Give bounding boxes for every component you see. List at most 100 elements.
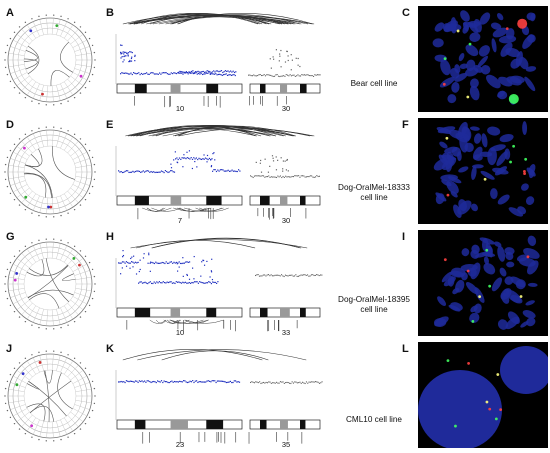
circos-sector — [32, 21, 40, 37]
cn-point — [186, 273, 188, 276]
cn-point — [300, 75, 302, 77]
cn-point — [187, 282, 189, 284]
cn-point — [282, 168, 284, 170]
cn-point — [318, 74, 320, 76]
cn-point — [191, 70, 193, 73]
chromosome-spread — [470, 78, 479, 89]
circos-tick — [45, 440, 47, 442]
cn-point — [163, 380, 165, 382]
cn-point — [292, 74, 294, 76]
circos-tick — [67, 100, 69, 102]
cn-point — [198, 72, 200, 75]
panel-letter: I — [402, 231, 405, 243]
cn-point — [303, 74, 305, 76]
cn-point — [320, 382, 322, 384]
chromosome-spread — [500, 42, 513, 57]
circos-tick — [73, 96, 76, 99]
circos-tick — [93, 178, 96, 181]
cn-point — [205, 71, 207, 73]
cn-point — [320, 274, 322, 276]
fish-content — [433, 121, 536, 218]
fish-signal — [442, 82, 446, 86]
cn-point — [317, 381, 319, 383]
cn-point — [214, 159, 216, 161]
cn-point — [170, 281, 172, 283]
cn-point — [151, 261, 153, 264]
circos-link — [27, 45, 40, 75]
cn-point — [148, 252, 150, 254]
cn-point — [266, 74, 268, 76]
cn-point — [122, 256, 124, 258]
cn-point — [141, 282, 144, 284]
cn-point — [278, 60, 280, 62]
cn-point — [172, 72, 174, 75]
ideogram-right — [249, 419, 321, 430]
fish-signal — [467, 362, 470, 365]
chromosome-spread — [434, 22, 445, 32]
chromosome-spread — [505, 251, 514, 261]
cn-point — [154, 381, 156, 383]
cn-point — [317, 175, 319, 178]
cn-point — [127, 54, 129, 56]
cn-point — [309, 275, 311, 277]
cn-point — [155, 73, 157, 75]
cn-point — [213, 73, 216, 75]
chromosome-spread — [516, 254, 528, 262]
cn-point — [178, 281, 180, 283]
cn-point — [178, 266, 180, 268]
cn-point — [124, 381, 126, 384]
circos-tick — [4, 59, 6, 61]
circos-sector — [10, 180, 26, 186]
cn-point — [311, 75, 313, 77]
circos-sector — [74, 270, 90, 276]
cn-point — [118, 262, 120, 264]
circos-tick — [24, 133, 27, 136]
cn-point — [301, 274, 303, 276]
chromosome-spread — [471, 166, 477, 180]
cn-point — [188, 157, 190, 159]
cn-point — [305, 381, 307, 383]
cn-point — [166, 381, 168, 383]
circos-tick — [53, 216, 55, 218]
ideogram-band — [134, 308, 151, 317]
sv-arc — [128, 125, 271, 137]
chromosome-spread — [448, 176, 462, 184]
cn-point — [149, 380, 151, 383]
cn-point — [157, 73, 159, 75]
cn-point — [269, 275, 271, 277]
cn-point — [159, 171, 161, 173]
circos-ring — [23, 33, 77, 87]
cn-point — [212, 170, 214, 172]
cn-point — [183, 262, 185, 264]
cn-point — [234, 74, 236, 77]
cn-point — [215, 381, 217, 384]
panel-letter: L — [402, 343, 409, 355]
cn-point — [178, 71, 180, 73]
circos-tick — [4, 395, 6, 397]
circos-tick — [18, 26, 21, 28]
cn-point — [287, 59, 289, 62]
cn-point — [194, 158, 196, 160]
sv-arc — [161, 350, 269, 361]
fish-signal — [524, 157, 528, 161]
circos-tick — [84, 310, 87, 313]
cn-point — [213, 70, 215, 72]
fish-signal — [443, 57, 447, 61]
cn-point — [128, 171, 130, 174]
cn-point — [164, 381, 166, 383]
cn-point — [207, 72, 209, 74]
chromosome-spread — [461, 248, 470, 257]
circos-tick — [88, 373, 91, 376]
cn-point — [278, 382, 280, 384]
chromosome-spread — [491, 277, 503, 292]
cn-point — [134, 54, 136, 56]
cn-point — [213, 152, 215, 154]
circos-sector — [56, 19, 61, 35]
cn-point — [202, 70, 204, 73]
cn-point — [129, 59, 131, 62]
circos-sector — [21, 28, 33, 42]
circos-tick — [4, 387, 7, 390]
cn-point — [296, 175, 298, 177]
fish-signal — [468, 42, 472, 46]
cn-point — [283, 176, 285, 178]
